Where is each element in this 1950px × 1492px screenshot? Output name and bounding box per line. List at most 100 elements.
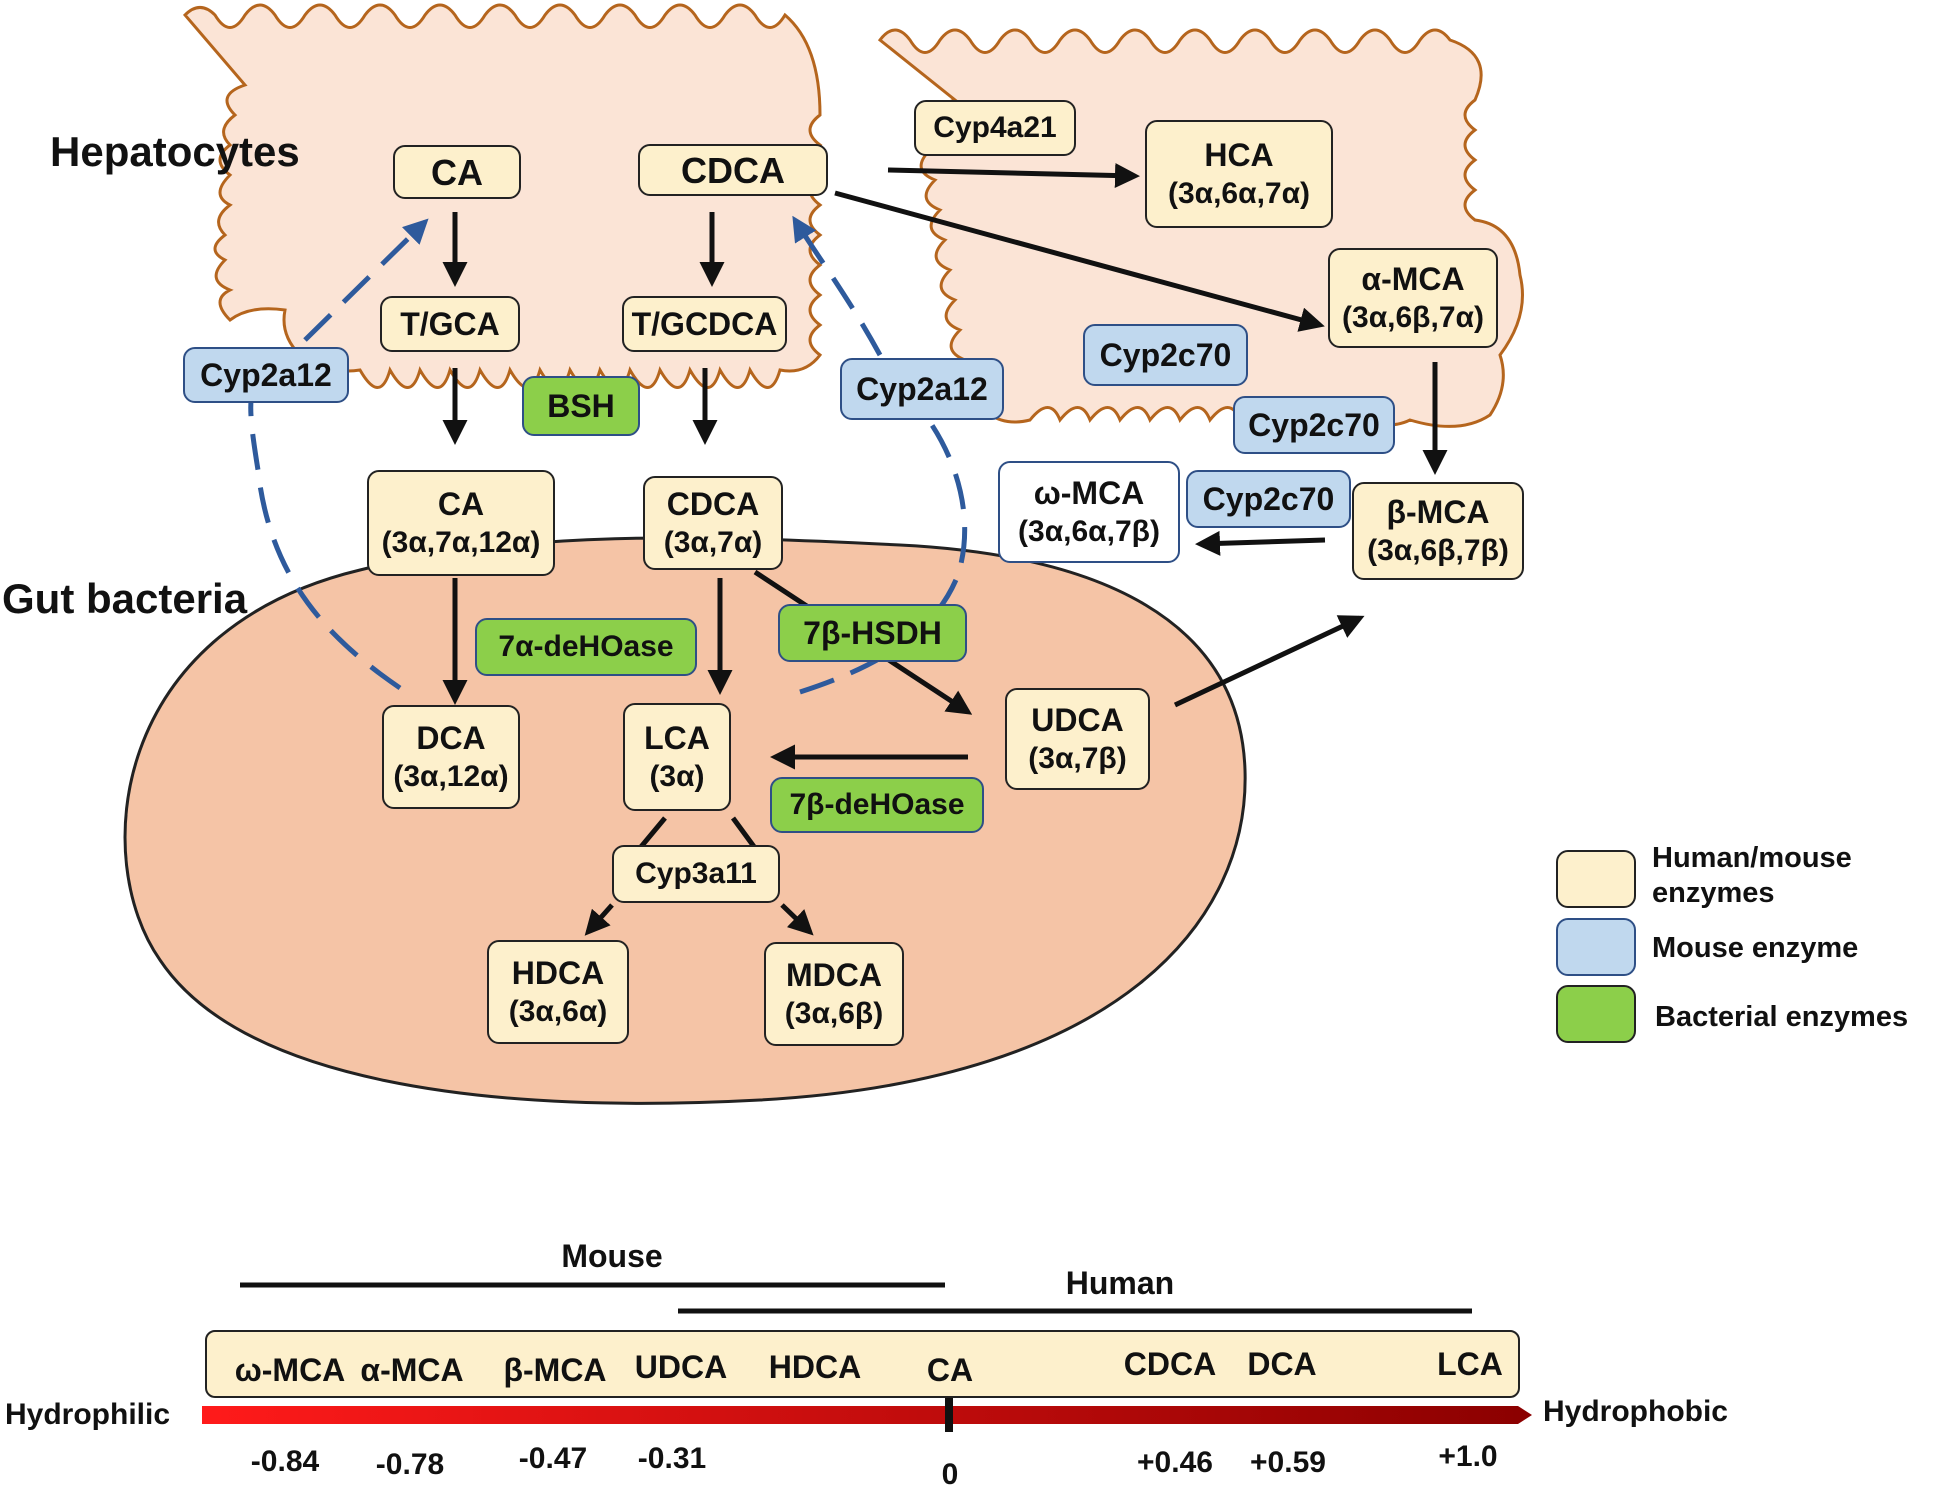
arrow-cdca-to-hca (887, 163, 1140, 189)
legend-label-human-mouse: Human/mouse enzymes (1652, 842, 1852, 909)
mdca-positions: (3α,6β) (784, 997, 884, 1031)
scale-compound-6: CDCA (1123, 1346, 1217, 1382)
hca-box: HCA (3α,6α,7α) (1145, 120, 1333, 228)
udca-title: UDCA (1031, 702, 1124, 739)
lca-positions: (3α) (649, 760, 705, 794)
dashed-arrow-dca-to-ca (248, 377, 402, 691)
bsh-box: BSH (522, 376, 640, 436)
udca-positions: (3α,7β) (1028, 742, 1127, 776)
7b-hsdh-label: 7β-HSDH (803, 615, 942, 651)
cyp3a11-box: Cyp3a11 (612, 845, 780, 903)
omca-positions: (3α,6α,7β) (1018, 515, 1160, 549)
scale-compound-0: ω-MCA (234, 1352, 346, 1388)
cdca-title: CDCA (666, 486, 760, 523)
hydrophobicity-bar (202, 1406, 1532, 1424)
scale-compound-8: LCA (1437, 1346, 1503, 1382)
scale-value-8: +1.0 (1438, 1440, 1498, 1473)
cyp2c70-c-box: Cyp2c70 (1186, 470, 1351, 528)
cyp2a12-left-box: Cyp2a12 (183, 347, 349, 403)
legend-label-bacterial: Bacterial enzymes (1655, 1001, 1909, 1033)
arrow-bmca-to-omca (1195, 530, 1326, 556)
tgcdca-label: T/GCDCA (631, 306, 778, 342)
amca-positions: (3α,6β,7α) (1342, 301, 1484, 335)
omca-box: ω-MCA (3α,6α,7β) (998, 461, 1180, 563)
7a-deho-label: 7α-deHOase (498, 630, 674, 664)
gut-bacteria-region (123, 536, 1247, 1105)
cyp2c70-b-label: Cyp2c70 (1248, 407, 1380, 443)
ca-box: CA (3α,7α,12α) (367, 470, 555, 576)
amca-box: α-MCA (3α,6β,7α) (1328, 248, 1498, 348)
scale-value-2: -0.47 (518, 1442, 588, 1475)
cyp2c70-a-box: Cyp2c70 (1083, 324, 1248, 386)
omca-title: ω-MCA (1033, 475, 1145, 512)
scale-compound-1: α-MCA (360, 1352, 464, 1388)
hdca-positions: (3α,6α) (508, 995, 608, 1029)
legend-label-mouse: Mouse enzyme (1652, 932, 1859, 964)
tgcdca-box: T/GCDCA (622, 296, 787, 352)
scale-value-6: +0.46 (1137, 1446, 1213, 1479)
scale-compound-2: β-MCA (503, 1352, 607, 1388)
cyp3a11-label: Cyp3a11 (635, 857, 757, 891)
scale-value-5: 0 (941, 1458, 959, 1491)
arrow-lca-to-cyp3a11-left (638, 816, 667, 850)
tgca-box: T/GCA (380, 296, 520, 352)
scale-value-3: -0.31 (637, 1442, 707, 1475)
hca-title: HCA (1204, 137, 1274, 174)
human-range-label: Human (1065, 1265, 1175, 1301)
lca-box: LCA (3α) (623, 703, 731, 811)
bmca-positions: (3α,6β,7β) (1367, 534, 1509, 568)
arrow-cdca-to-amca (834, 190, 1325, 332)
dca-title: DCA (416, 720, 486, 757)
7a-deho-box: 7α-deHOase (475, 618, 697, 676)
hydrophobic-label: Hydrophobic (1543, 1395, 1728, 1428)
udca-box: UDCA (3α,7β) (1005, 688, 1150, 790)
cyp4a21-box: Cyp4a21 (914, 100, 1076, 156)
7b-deho-label: 7β-deHOase (789, 788, 965, 822)
hdca-title: HDCA (511, 955, 605, 992)
cdca-liver-label: CDCA (681, 149, 785, 191)
lca-title: LCA (644, 720, 710, 757)
cyp2a12-right-label: Cyp2a12 (856, 371, 988, 407)
cdca-positions: (3α,7α) (663, 526, 763, 560)
arrow-cyp3a11-to-mdca (780, 903, 814, 936)
scale-compound-7: DCA (1247, 1346, 1317, 1382)
amca-title: α-MCA (1361, 261, 1465, 298)
cyp4a21-label: Cyp4a21 (933, 111, 1057, 145)
legend-swatch-bacterial (1556, 985, 1636, 1043)
legend-swatch-human-mouse (1556, 850, 1636, 908)
mdca-box: MDCA (3α,6β) (764, 942, 904, 1046)
7b-deho-box: 7β-deHOase (770, 777, 984, 833)
hdca-box: HDCA (3α,6α) (487, 940, 629, 1044)
dashed-arrow-cyp2a12-to-ca (303, 218, 429, 342)
arrow-udca-to-liver (1173, 615, 1365, 708)
arrow-lca-to-cyp3a11-right (730, 816, 758, 850)
ca-positions: (3α,7α,12α) (381, 526, 541, 560)
tgca-label: T/GCA (400, 306, 500, 342)
scale-compound-5: CA (926, 1352, 974, 1388)
ca-liver-box: CA (393, 145, 521, 199)
scale-compound-3: UDCA (634, 1349, 728, 1385)
cyp2a12-left-label: Cyp2a12 (200, 357, 332, 393)
hepatocytes-label: Hepatocytes (50, 128, 300, 175)
legend-swatch-mouse (1556, 918, 1636, 976)
bsh-label: BSH (547, 388, 615, 424)
scale-value-1: -0.78 (375, 1448, 445, 1481)
scale-compound-bar (205, 1330, 1520, 1398)
dashed-arrow-cyp2a12-to-cdca (792, 215, 883, 357)
arrow-cyp3a11-to-hdca (584, 903, 614, 936)
mdca-title: MDCA (786, 957, 882, 994)
ca-liver-label: CA (431, 151, 483, 193)
hca-positions: (3α,6α,7α) (1167, 177, 1311, 211)
dca-box: DCA (3α,12α) (382, 705, 520, 809)
scale-value-0: -0.84 (250, 1445, 320, 1478)
mouse-range-label: Mouse (561, 1238, 663, 1274)
gut-bacteria-label: Gut bacteria (2, 575, 248, 622)
ca-title: CA (437, 486, 485, 523)
cyp2c70-b-box: Cyp2c70 (1233, 396, 1395, 454)
bmca-box: β-MCA (3α,6β,7β) (1352, 482, 1524, 580)
cyp2a12-right-box: Cyp2a12 (840, 358, 1004, 420)
cdca-liver-box: CDCA (638, 144, 828, 196)
bmca-title: β-MCA (1386, 494, 1490, 531)
